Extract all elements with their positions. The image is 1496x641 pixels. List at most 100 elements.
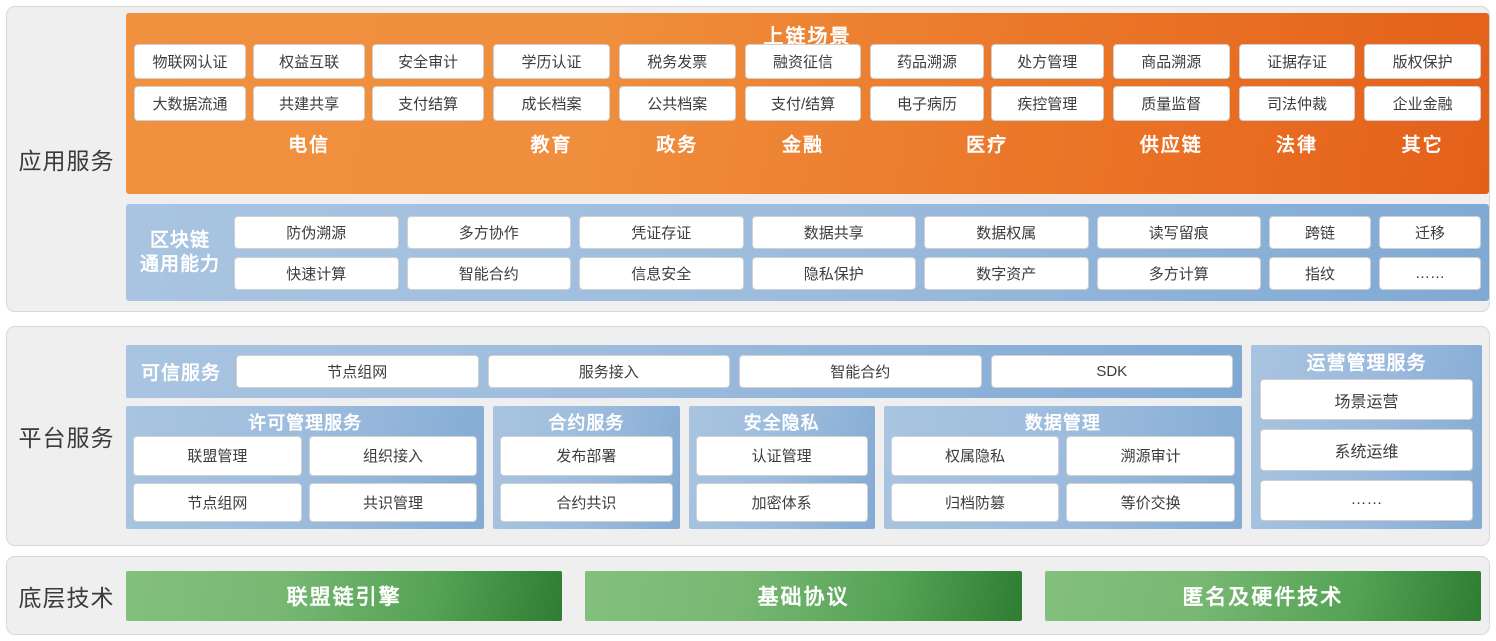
- capability-chip[interactable]: 数据共享: [751, 215, 916, 249]
- base-technology-items: 联盟链引擎基础协议匿名及硬件技术: [126, 557, 1489, 634]
- capability-column: 迁移 ……: [1378, 215, 1481, 290]
- scenario-group-name: 政务: [656, 135, 699, 156]
- operations-management-block: 运营管理服务 场景运营系统运维 ……: [1251, 345, 1482, 529]
- scenario-column: 版权保护企业金融: [1364, 44, 1482, 121]
- capability-chip[interactable]: 指纹: [1269, 256, 1371, 290]
- operations-management-title: 运营管理服务: [1306, 353, 1427, 374]
- platform-group-title: 数据管理: [1024, 413, 1101, 433]
- platform-group-chip[interactable]: 发布部署: [500, 436, 673, 476]
- scenario-chip[interactable]: 权益互联: [253, 44, 366, 79]
- capability-label-line1: 区块链: [149, 229, 210, 251]
- scenario-group-医疗: 药品溯源电子病历处方管理疾控管理医疗: [870, 44, 1104, 194]
- operations-chip[interactable]: 系统运维: [1260, 429, 1473, 471]
- platform-group-chip[interactable]: 联盟管理: [133, 436, 302, 476]
- scenario-column: 药品溯源电子病历: [870, 44, 984, 121]
- trusted-service-chip[interactable]: 服务接入: [487, 355, 730, 388]
- capability-chip[interactable]: 隐私保护: [751, 256, 916, 290]
- platform-group-chip[interactable]: 认证管理: [695, 436, 868, 476]
- scenario-chip[interactable]: 药品溯源: [870, 44, 984, 79]
- capability-chip[interactable]: 多方计算: [1096, 256, 1261, 290]
- scenario-group-法律: 证据存证司法仲裁法律: [1238, 44, 1356, 194]
- capability-chip[interactable]: 快速计算: [234, 256, 399, 290]
- platform-group-column: 发布部署合约共识: [500, 436, 673, 522]
- base-technology-bar[interactable]: 联盟链引擎: [126, 570, 563, 621]
- capability-chip[interactable]: 读写留痕: [1096, 215, 1261, 249]
- scenario-group-电信: 物联网认证大数据流通权益互联共建共享安全审计支付结算电信: [134, 44, 485, 194]
- scenario-chip[interactable]: 商品溯源: [1112, 44, 1230, 79]
- capability-chip[interactable]: 数字资产: [924, 256, 1089, 290]
- capability-chip[interactable]: 数据权属: [924, 215, 1089, 249]
- capability-column: 读写留痕多方计算: [1096, 215, 1261, 290]
- trusted-service-chip[interactable]: SDK: [990, 355, 1233, 388]
- scenario-chip[interactable]: 证据存证: [1238, 44, 1356, 79]
- platform-group-column: 权属隐私归档防篡: [890, 436, 1060, 522]
- on-chain-scenarios-title: 上链场景: [763, 26, 852, 48]
- scenario-chip[interactable]: 融资征信: [744, 44, 862, 79]
- scenario-chip[interactable]: 成长档案: [493, 86, 610, 121]
- scenario-column: 税务发票公共档案: [618, 44, 736, 121]
- operations-chip[interactable]: ……: [1260, 479, 1473, 521]
- capability-chip[interactable]: 智能合约: [406, 256, 571, 290]
- scenario-chip[interactable]: 物联网认证: [134, 44, 247, 79]
- platform-group-column: 认证管理加密体系: [695, 436, 868, 522]
- scenario-group-政务: 税务发票公共档案政务: [618, 44, 736, 194]
- platform-group-title: 安全隐私: [743, 413, 820, 433]
- scenario-column: 学历认证成长档案: [493, 44, 610, 121]
- scenario-column: 处方管理疾控管理: [990, 44, 1104, 121]
- scenario-chip[interactable]: 电子病历: [870, 86, 984, 121]
- trusted-service-chip[interactable]: 智能合约: [739, 355, 982, 388]
- scenario-chip[interactable]: 公共档案: [618, 86, 736, 121]
- trusted-service-chip[interactable]: 节点组网: [236, 355, 479, 388]
- scenario-chip[interactable]: 共建共享: [253, 86, 366, 121]
- platform-group-columns: 权属隐私归档防篡溯源审计等价交换: [890, 436, 1236, 522]
- platform-group-chip[interactable]: 合约共识: [500, 482, 673, 522]
- capability-column: 跨链指纹: [1269, 215, 1371, 290]
- base-technology-bar[interactable]: 基础协议: [585, 570, 1022, 621]
- scenario-chip[interactable]: 版权保护: [1364, 44, 1482, 79]
- capability-column: 防伪溯源快速计算: [234, 215, 399, 290]
- capability-chip[interactable]: 多方协作: [406, 215, 571, 249]
- scenario-chip[interactable]: 支付结算: [372, 86, 485, 121]
- scenario-chip[interactable]: 学历认证: [493, 44, 610, 79]
- platform-group-chip[interactable]: 共识管理: [308, 482, 478, 522]
- platform-group-chip[interactable]: 组织接入: [308, 436, 478, 476]
- scenario-group-name: 法律: [1275, 135, 1318, 156]
- capability-chip[interactable]: 信息安全: [579, 256, 744, 290]
- platform-group-chip[interactable]: 等价交换: [1066, 482, 1236, 522]
- scenario-chip[interactable]: 大数据流通: [134, 86, 247, 121]
- platform-service-groups: 许可管理服务联盟管理节点组网组织接入共识管理合约服务发布部署合约共识安全隐私认证…: [126, 406, 1242, 529]
- capability-chip[interactable]: 防伪溯源: [234, 215, 399, 249]
- platform-group-安全隐私: 安全隐私认证管理加密体系: [688, 406, 875, 529]
- capability-chip[interactable]: ……: [1378, 256, 1481, 290]
- scenario-chip[interactable]: 司法仲裁: [1238, 86, 1356, 121]
- platform-group-chip[interactable]: 权属隐私: [890, 436, 1060, 476]
- base-technology-bar[interactable]: 匿名及硬件技术: [1044, 570, 1481, 621]
- capability-chip[interactable]: 跨链: [1269, 215, 1371, 249]
- scenario-chip[interactable]: 处方管理: [990, 44, 1104, 79]
- scenario-chip[interactable]: 疾控管理: [990, 86, 1104, 121]
- scenario-chip[interactable]: 税务发票: [618, 44, 736, 79]
- platform-group-合约服务: 合约服务发布部署合约共识: [493, 406, 680, 529]
- scenario-chip[interactable]: 企业金融: [1364, 86, 1482, 121]
- platform-group-chip[interactable]: 归档防篡: [890, 482, 1060, 522]
- blockchain-capabilities-block: 区块链 通用能力 防伪溯源快速计算多方协作智能合约凭证存证信息安全数据共享隐私保…: [126, 204, 1489, 301]
- scenario-chip[interactable]: 支付/结算: [744, 86, 862, 121]
- scenario-chip[interactable]: 质量监督: [1112, 86, 1230, 121]
- scenario-column: 商品溯源质量监督: [1112, 44, 1230, 121]
- scenario-group-name: 金融: [782, 135, 825, 156]
- capability-columns: 防伪溯源快速计算多方协作智能合约凭证存证信息安全数据共享隐私保护数据权属数字资产…: [234, 215, 1481, 290]
- platform-group-chip[interactable]: 加密体系: [695, 482, 868, 522]
- on-chain-scenarios-block: 上链场景 物联网认证大数据流通权益互联共建共享安全审计支付结算电信学历认证成长档…: [126, 13, 1489, 194]
- scenario-group-name: 电信: [288, 135, 331, 156]
- scenario-column: 物联网认证大数据流通: [134, 44, 247, 121]
- platform-group-chip[interactable]: 节点组网: [133, 482, 302, 522]
- capability-chip[interactable]: 迁移: [1378, 215, 1481, 249]
- platform-group-title: 许可管理服务: [248, 413, 363, 433]
- scenario-chip[interactable]: 安全审计: [372, 44, 485, 79]
- operations-chip[interactable]: 场景运营: [1260, 379, 1473, 421]
- scenario-group-金融: 融资征信支付/结算金融: [744, 44, 862, 194]
- platform-group-chip[interactable]: 溯源审计: [1066, 436, 1236, 476]
- capability-chip[interactable]: 凭证存证: [579, 215, 744, 249]
- capability-column: 多方协作智能合约: [406, 215, 571, 290]
